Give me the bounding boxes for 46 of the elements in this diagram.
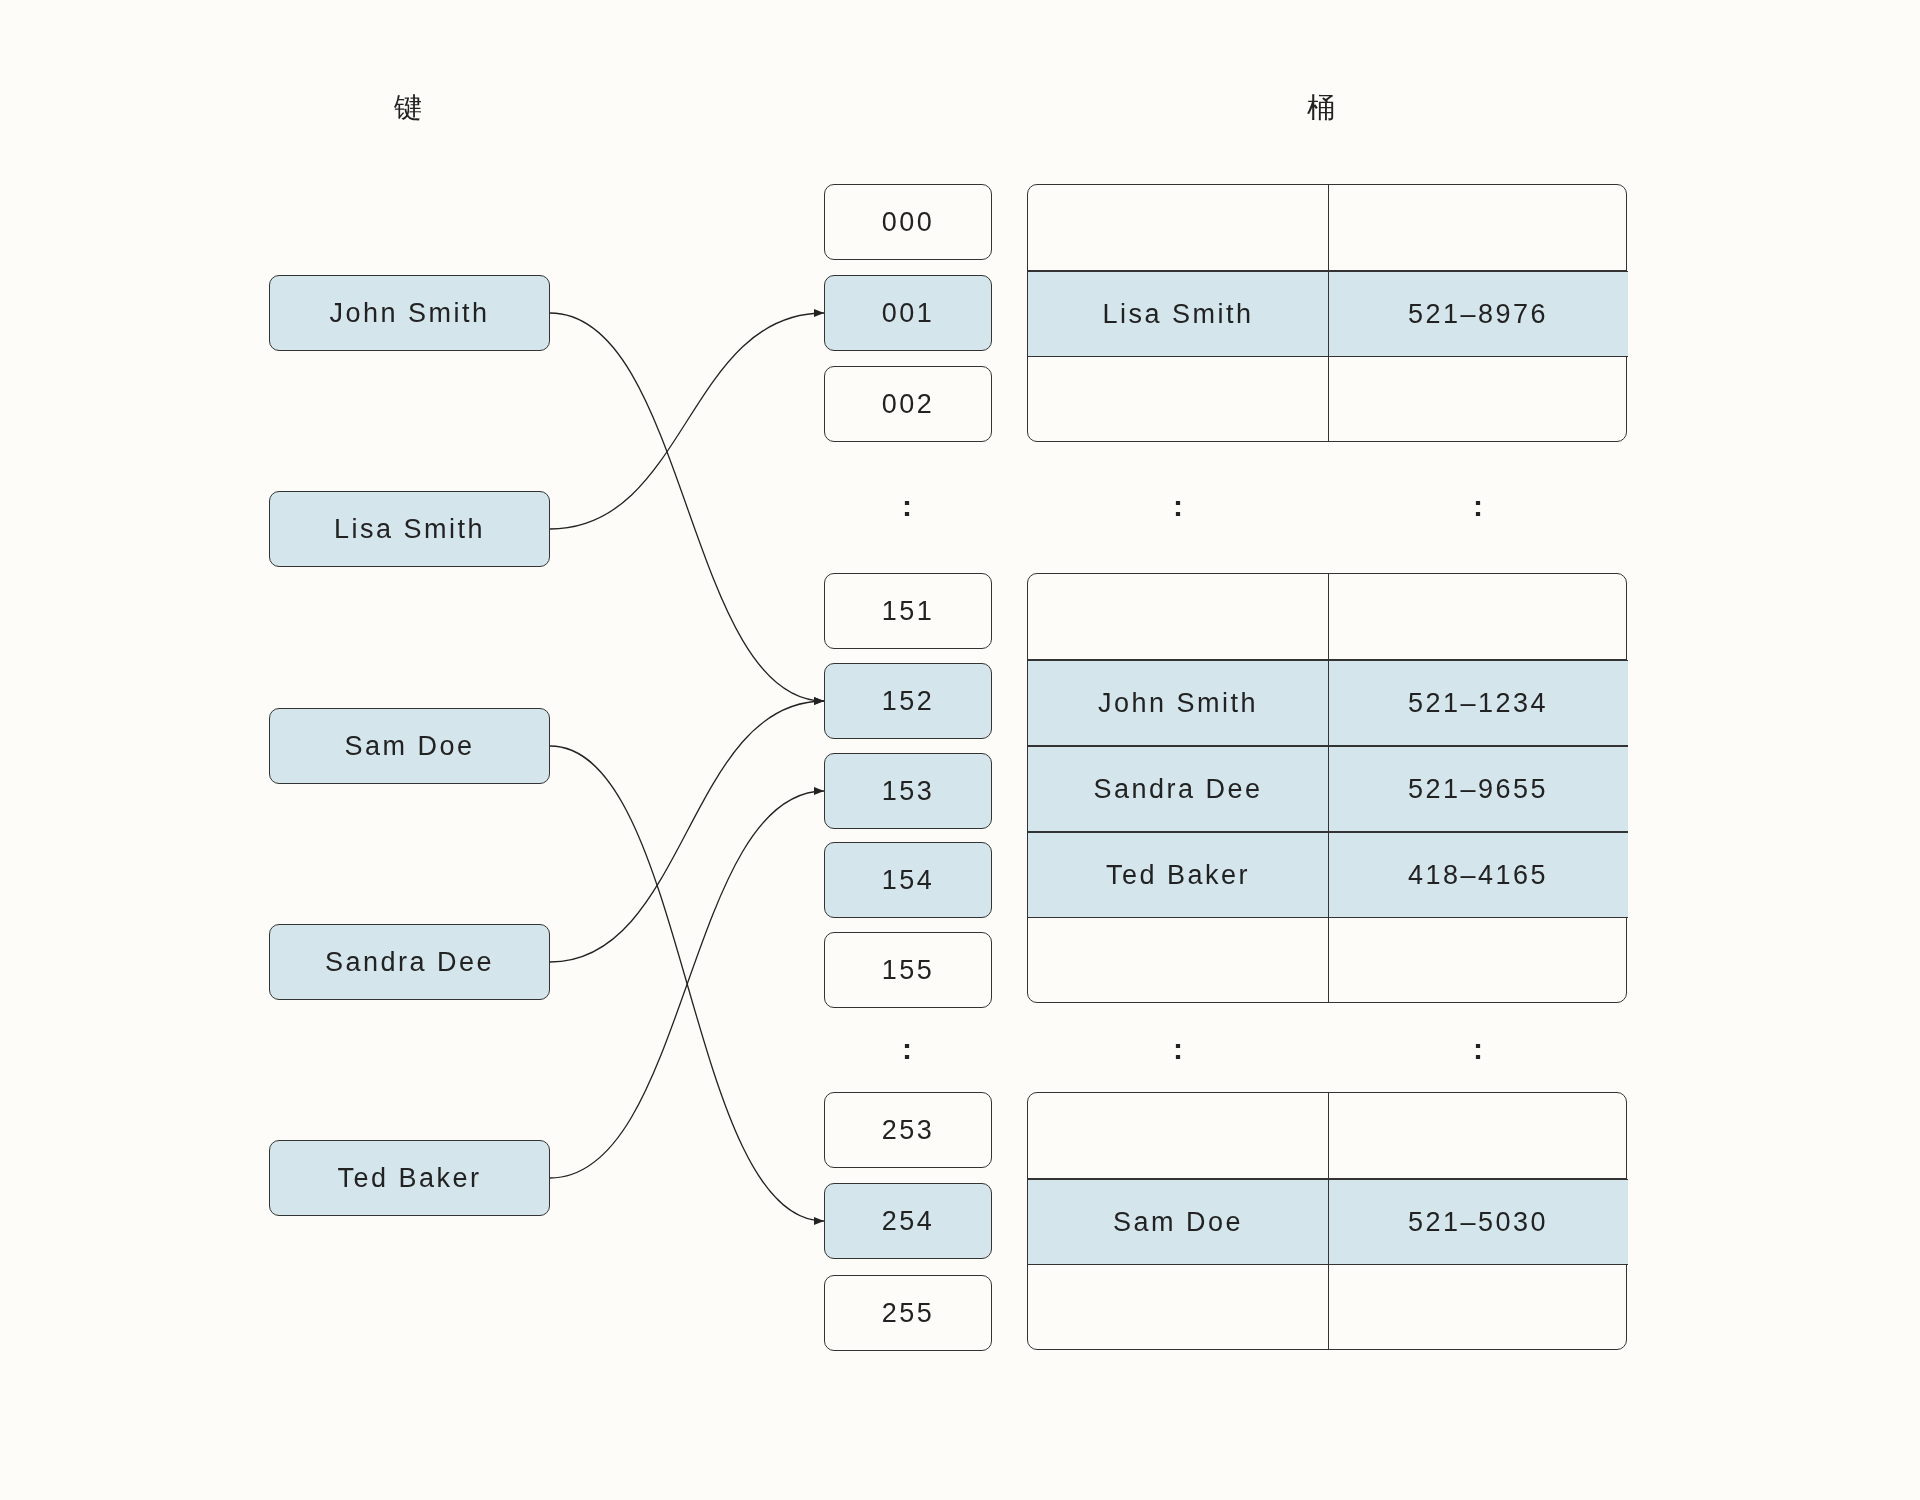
name-text: Ted Baker <box>1104 858 1252 892</box>
ellipsis-dots: : <box>1173 1032 1183 1066</box>
arrow <box>549 698 825 963</box>
bucket-box: 255 <box>824 1275 992 1351</box>
bucket-box: 001 <box>824 275 992 351</box>
name-text: Sam Doe <box>1111 1205 1245 1239</box>
bucket-box: 154 <box>824 842 992 918</box>
phone-number: 521–1234 <box>1406 686 1550 720</box>
key-box: John Smith <box>269 275 550 351</box>
table-box <box>1027 573 1627 1003</box>
arrow <box>549 310 825 530</box>
ellipsis-dots: : <box>1473 489 1483 523</box>
phone-number: 521–5030 <box>1406 1205 1550 1239</box>
key-box: Lisa Smith <box>269 491 550 567</box>
key-box: Sandra Dee <box>269 924 550 1000</box>
bucket-box: 254 <box>824 1183 992 1259</box>
table-row <box>1028 832 1628 918</box>
phone-number: 418–4165 <box>1406 858 1550 892</box>
key-box: Sam Doe <box>269 708 550 784</box>
table-box <box>1027 184 1627 442</box>
arrow <box>549 789 825 1179</box>
bucket-box: 155 <box>824 932 992 1008</box>
ellipsis-dots: : <box>902 1032 912 1066</box>
bucket-box: 152 <box>824 663 992 739</box>
bucket-box: 253 <box>824 1092 992 1168</box>
column-heading: 桶 <box>1307 91 1335 125</box>
ellipsis-dots: : <box>902 489 912 523</box>
table-row <box>1028 1179 1628 1265</box>
phone-number: 521–9655 <box>1406 772 1550 806</box>
name-text: Lisa Smith <box>1101 297 1255 331</box>
key-box: Ted Baker <box>269 1140 550 1216</box>
ellipsis-dots: : <box>1473 1032 1483 1066</box>
bucket-box: 000 <box>824 184 992 260</box>
name-text: Sandra Dee <box>1092 772 1264 806</box>
bucket-box: 151 <box>824 573 992 649</box>
arrow <box>549 745 825 1222</box>
table-box <box>1027 1092 1627 1350</box>
table-row <box>1028 746 1628 832</box>
table-row <box>1028 660 1628 746</box>
table-row <box>1028 271 1628 357</box>
name-text: John Smith <box>1096 686 1260 720</box>
bucket-box: 153 <box>824 753 992 829</box>
phone-number: 521–8976 <box>1406 297 1550 331</box>
bucket-box: 002 <box>824 366 992 442</box>
column-heading: 键 <box>394 91 422 125</box>
ellipsis-dots: : <box>1173 489 1183 523</box>
